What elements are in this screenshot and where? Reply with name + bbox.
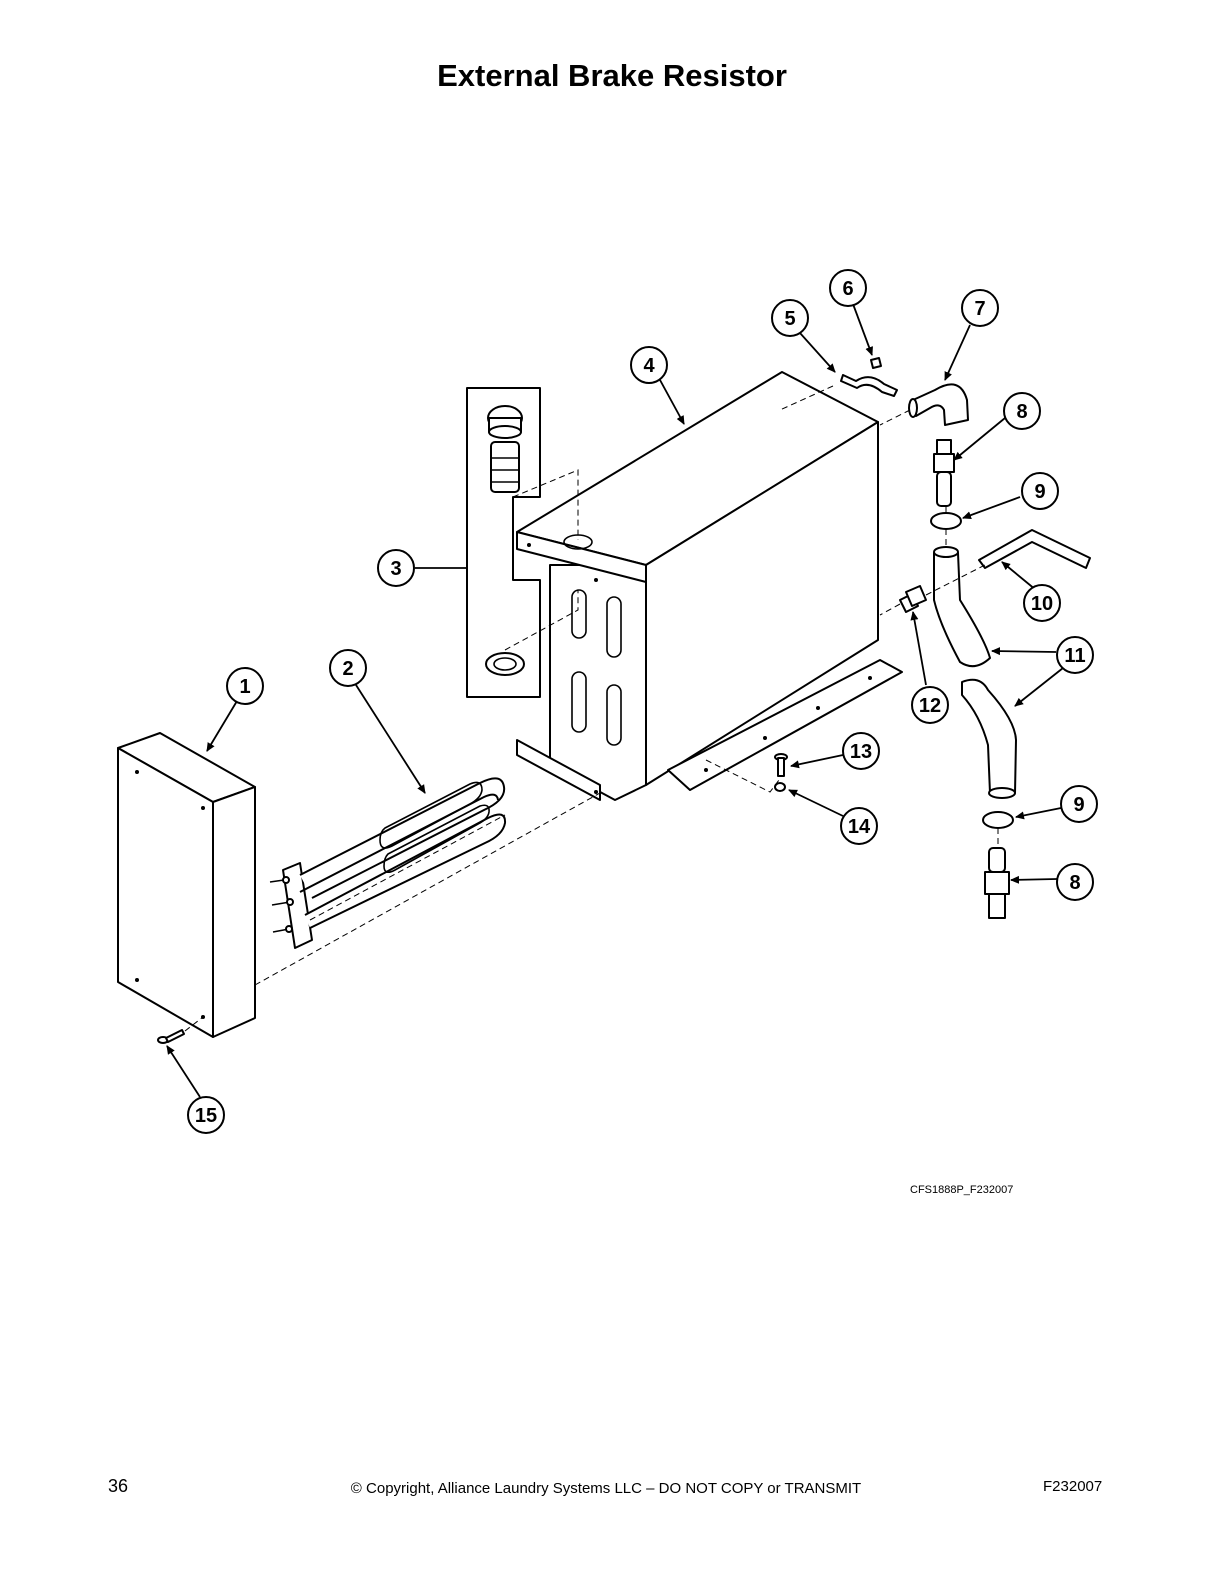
- page-number: 36: [108, 1476, 129, 1496]
- svg-text:15: 15: [195, 1105, 217, 1127]
- svg-text:12: 12: [919, 695, 941, 717]
- callout-14: 14: [840, 807, 878, 845]
- hose-barb-upper: [933, 439, 955, 507]
- callout-5: 5: [771, 299, 809, 337]
- leader-lines: [166, 303, 1064, 1098]
- assembly-lines: [184, 385, 999, 1032]
- callout-9-upper: 9: [1021, 472, 1059, 510]
- svg-text:8: 8: [1016, 401, 1027, 423]
- resistor-enclosure: [516, 371, 903, 801]
- callout-8-upper: 8: [1003, 392, 1041, 430]
- callout-8-lower: 8: [1056, 863, 1094, 901]
- callout-9-lower: 9: [1060, 785, 1098, 823]
- washer: [774, 782, 786, 792]
- callout-13: 13: [842, 732, 880, 770]
- svg-text:10: 10: [1031, 593, 1053, 615]
- mounting-clamp: [840, 357, 898, 397]
- svg-text:8: 8: [1069, 872, 1080, 894]
- callout-3: 3: [377, 549, 415, 587]
- svg-text:9: 9: [1034, 481, 1045, 503]
- callout-2: 2: [329, 649, 367, 687]
- svg-text:6: 6: [842, 278, 853, 300]
- svg-text:5: 5: [784, 308, 795, 330]
- cable-gland-kit: [466, 387, 541, 698]
- callout-15: 15: [187, 1096, 225, 1134]
- resistor-cover: [117, 732, 256, 1038]
- resistor-element: [269, 777, 507, 949]
- callout-12: 12: [911, 686, 949, 724]
- callout-11: 11: [1056, 636, 1094, 674]
- svg-text:4: 4: [643, 355, 655, 377]
- callout-6: 6: [829, 269, 867, 307]
- hose-clamp-upper: [930, 512, 962, 530]
- svg-text:2: 2: [342, 658, 353, 680]
- callout-4: 4: [630, 346, 668, 384]
- copyright-notice: © Copyright, Alliance Laundry Systems LL…: [350, 1480, 862, 1497]
- page-title: External Brake Resistor: [437, 58, 787, 93]
- elbow-fitting: [908, 383, 969, 426]
- bent-tube: [978, 529, 1091, 569]
- hose-lower: [961, 678, 1017, 794]
- cover-screw: [157, 1029, 185, 1044]
- bolt: [774, 753, 788, 777]
- figure-code: CFS1888P_F232007: [910, 1184, 1014, 1196]
- hose-upper: [933, 552, 991, 668]
- svg-text:11: 11: [1064, 645, 1085, 667]
- callout-7: 7: [961, 289, 999, 327]
- svg-text:13: 13: [850, 741, 872, 763]
- pipe-nipple: [899, 585, 927, 613]
- svg-text:3: 3: [390, 558, 401, 580]
- hose-clamp-lower: [982, 811, 1014, 829]
- callout-10: 10: [1023, 584, 1061, 622]
- svg-text:9: 9: [1073, 794, 1084, 816]
- svg-text:1: 1: [239, 676, 250, 698]
- hose-barb-lower: [984, 847, 1010, 919]
- document-code: F232007: [1043, 1478, 1103, 1495]
- callout-1: 1: [226, 667, 264, 705]
- svg-text:14: 14: [848, 816, 871, 838]
- svg-text:7: 7: [974, 298, 985, 320]
